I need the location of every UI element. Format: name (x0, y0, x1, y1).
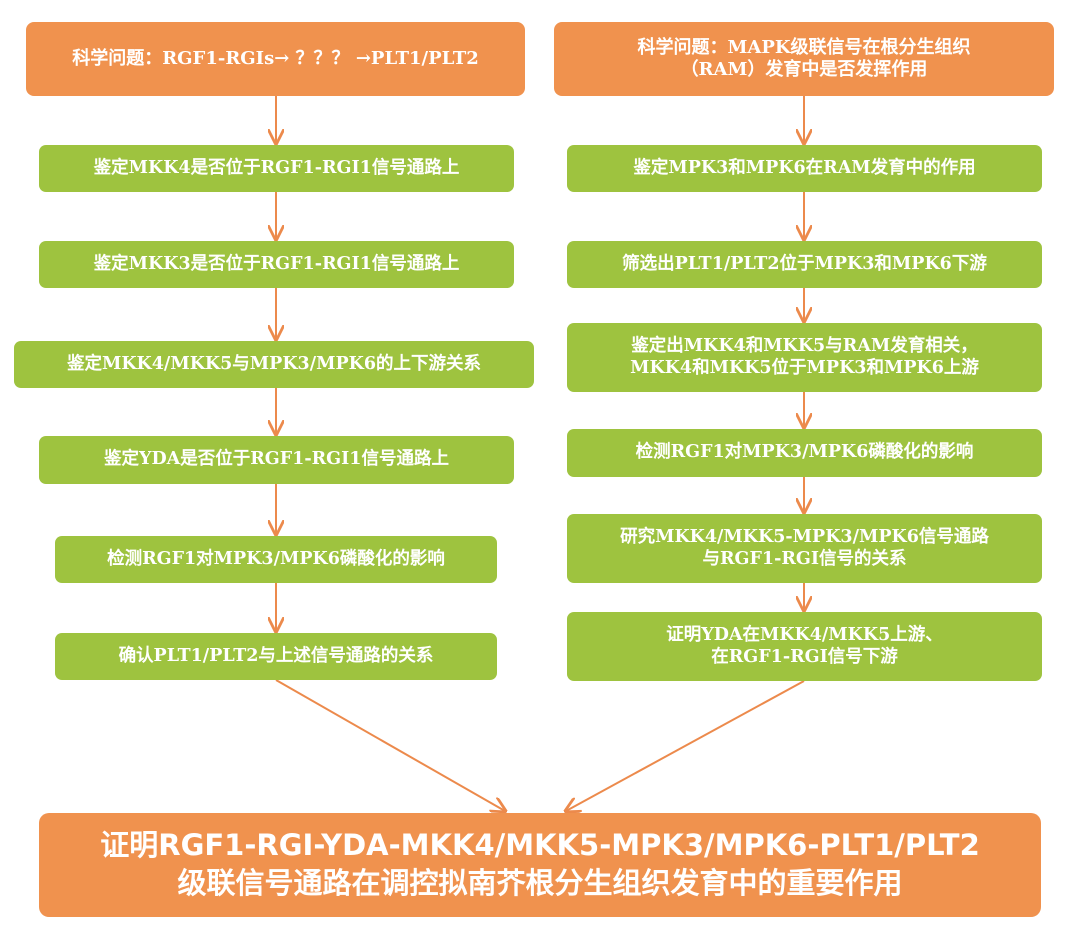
right-question-box: 科学问题：MAPK级联信号在根分生组织（RAM）发育中是否发挥作用 (554, 22, 1054, 96)
right-step-box-5-line-1: 研究MKK4/MKK5-MPK3/MPK6信号通路 (620, 527, 989, 548)
left-question-box: 科学问题：RGF1-RGIs→ ？？？ →PLT1/PLT2 (26, 22, 525, 96)
conclusion-box-line-1: 证明RGF1-RGI-YDA-MKK4/MKK5-MPK3/MPK6-PLT1/… (100, 828, 980, 863)
left-step-box-1-line-1: 鉴定MKK4是否位于RGF1-RGI1信号通路上 (93, 157, 460, 178)
left-step-box-2: 鉴定MKK3是否位于RGF1-RGI1信号通路上 (39, 241, 514, 288)
right-step-box-6-line-1: 证明YDA在MKK4/MKK5上游、 (666, 625, 943, 646)
right-step-box-5: 研究MKK4/MKK5-MPK3/MPK6信号通路与RGF1-RGI信号的关系 (567, 514, 1042, 583)
right-step-box-2-line-1: 筛选出PLT1/PLT2位于MPK3和MPK6下游 (622, 253, 987, 274)
left-step-box-5: 检测RGF1对MPK3/MPK6磷酸化的影响 (55, 536, 497, 583)
right-step-box-6-line-2: 在RGF1-RGI信号下游 (711, 646, 898, 667)
left-step-box-6-line-1: 确认PLT1/PLT2与上述信号通路的关系 (118, 645, 434, 666)
left-step-box-5-line-1: 检测RGF1对MPK3/MPK6磷酸化的影响 (107, 548, 445, 569)
conclusion-box: 证明RGF1-RGI-YDA-MKK4/MKK5-MPK3/MPK6-PLT1/… (39, 813, 1041, 917)
conclusion-box-line-2: 级联信号通路在调控拟南芥根分生组织发育中的重要作用 (177, 866, 903, 900)
right-step-box-6: 证明YDA在MKK4/MKK5上游、在RGF1-RGI信号下游 (567, 612, 1042, 681)
right-step-box-4: 检测RGF1对MPK3/MPK6磷酸化的影响 (567, 429, 1042, 477)
right-step-box-2: 筛选出PLT1/PLT2位于MPK3和MPK6下游 (567, 241, 1042, 288)
right-step-box-1-line-1: 鉴定MPK3和MPK6在RAM发育中的作用 (633, 157, 976, 178)
right-converge-arrow (566, 680, 805, 811)
right-step-box-3-line-2: MKK4和MKK5位于MPK3和MPK6上游 (630, 357, 979, 378)
left-step-box-2-line-1: 鉴定MKK3是否位于RGF1-RGI1信号通路上 (93, 253, 460, 274)
left-step-box-4: 鉴定YDA是否位于RGF1-RGI1信号通路上 (39, 436, 514, 484)
right-step-box-1: 鉴定MPK3和MPK6在RAM发育中的作用 (567, 145, 1042, 192)
left-converge-arrow (275, 679, 505, 811)
right-step-box-4-line-1: 检测RGF1对MPK3/MPK6磷酸化的影响 (635, 442, 974, 463)
right-question-box-line-2: （RAM）发育中是否发挥作用 (680, 59, 928, 80)
left-step-box-3: 鉴定MKK4/MKK5与MPK3/MPK6的上下游关系 (14, 341, 534, 388)
left-step-box-6: 确认PLT1/PLT2与上述信号通路的关系 (55, 633, 497, 680)
left-step-box-4-line-1: 鉴定YDA是否位于RGF1-RGI1信号通路上 (104, 449, 449, 470)
left-question-box-line-1: 科学问题：RGF1-RGIs→ ？？？ →PLT1/PLT2 (72, 48, 479, 70)
right-step-box-3: 鉴定出MKK4和MKK5与RAM发育相关，MKK4和MKK5位于MPK3和MPK… (567, 323, 1042, 392)
right-question-box-line-1: 科学问题：MAPK级联信号在根分生组织 (637, 37, 971, 59)
right-step-box-3-line-1: 鉴定出MKK4和MKK5与RAM发育相关， (631, 336, 978, 357)
left-step-box-1: 鉴定MKK4是否位于RGF1-RGI1信号通路上 (39, 145, 514, 192)
right-step-box-5-line-2: 与RGF1-RGI信号的关系 (702, 548, 907, 569)
left-step-box-3-line-1: 鉴定MKK4/MKK5与MPK3/MPK6的上下游关系 (66, 353, 482, 374)
